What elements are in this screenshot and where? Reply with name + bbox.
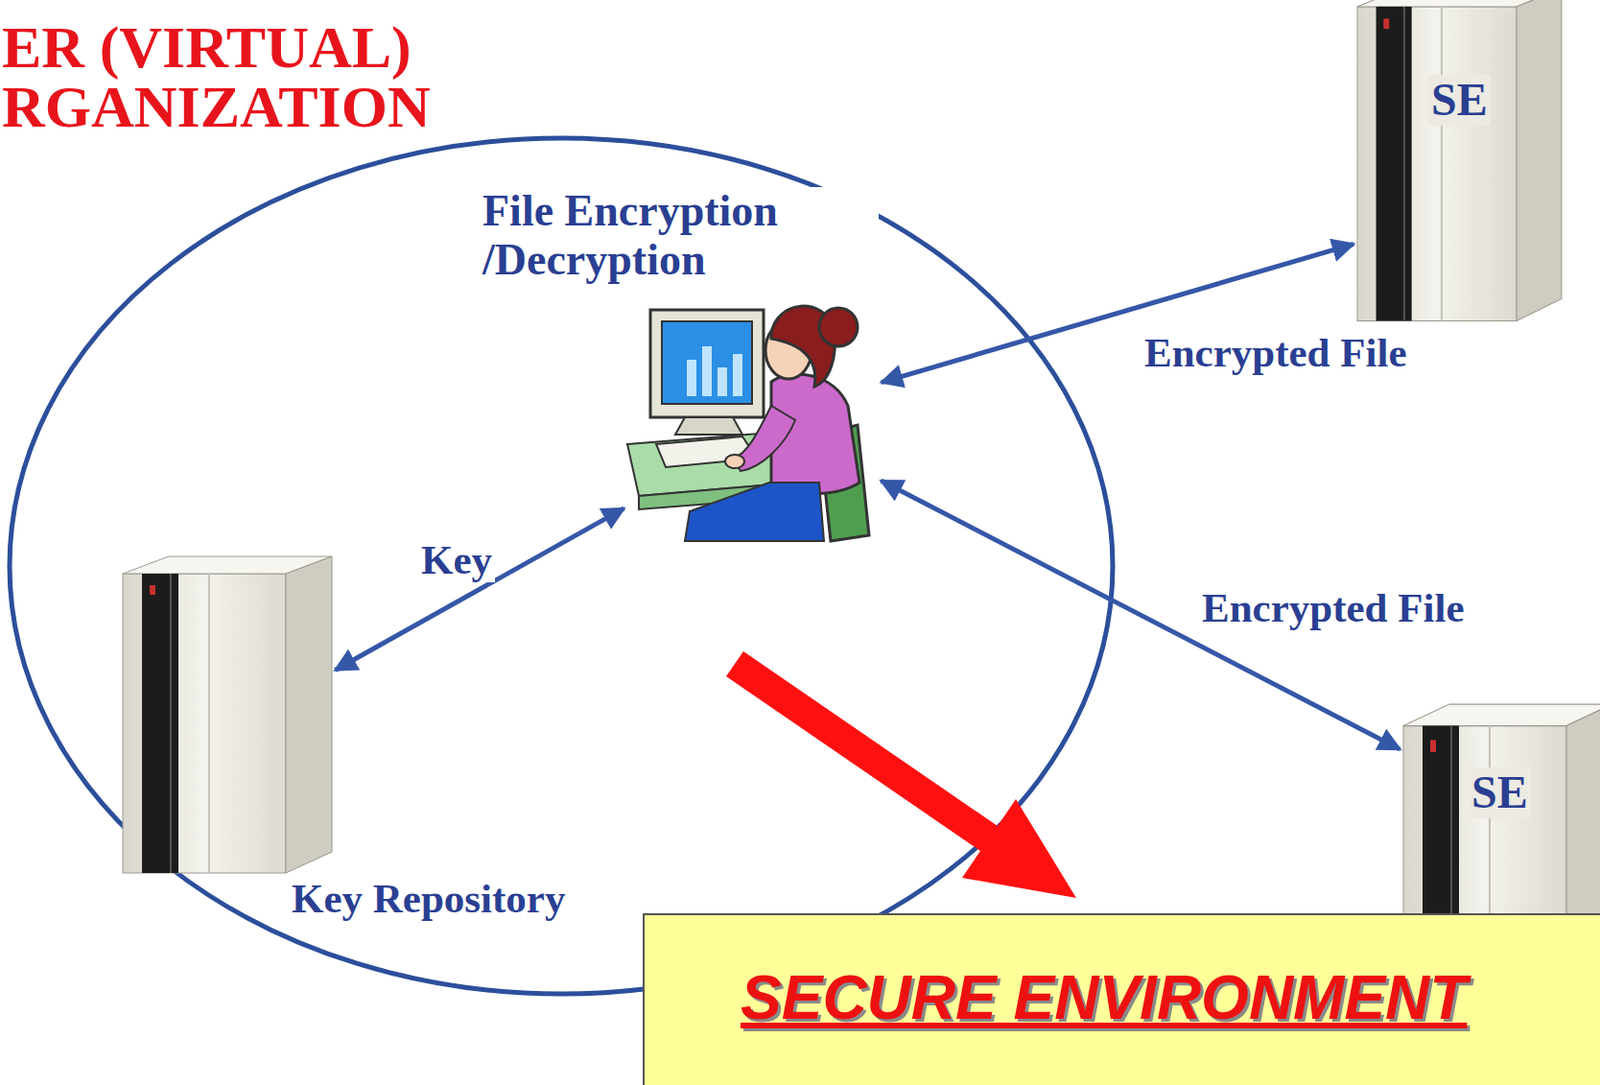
red-arrow	[726, 651, 1077, 898]
node-label: Key Repository	[288, 875, 568, 921]
secure-environment-box: SECURE ENVIRONMENT	[642, 913, 1600, 1085]
node-label: SE	[1428, 74, 1491, 126]
arrow-connector	[334, 508, 624, 671]
title-text: ER (VIRTUAL) RGANIZATION	[1, 17, 463, 137]
edge-label: Encrypted File	[1141, 329, 1411, 376]
user-at-computer	[627, 305, 870, 542]
node-label: SE	[1468, 767, 1531, 819]
server-picture	[1357, 0, 1562, 321]
server-node: Key Repository	[122, 556, 332, 873]
edge-label: Encrypted File	[1199, 585, 1468, 631]
edge-label: Key	[418, 537, 495, 583]
node-label: File Encryption /Decryption	[479, 187, 879, 284]
organization-ellipse	[9, 138, 1113, 994]
server-node: SE	[1357, 0, 1562, 322]
banner-text: SECURE ENVIRONMENT	[740, 963, 1467, 1035]
user-node: File Encryption /Decryption	[627, 290, 878, 542]
server-picture	[122, 556, 332, 873]
